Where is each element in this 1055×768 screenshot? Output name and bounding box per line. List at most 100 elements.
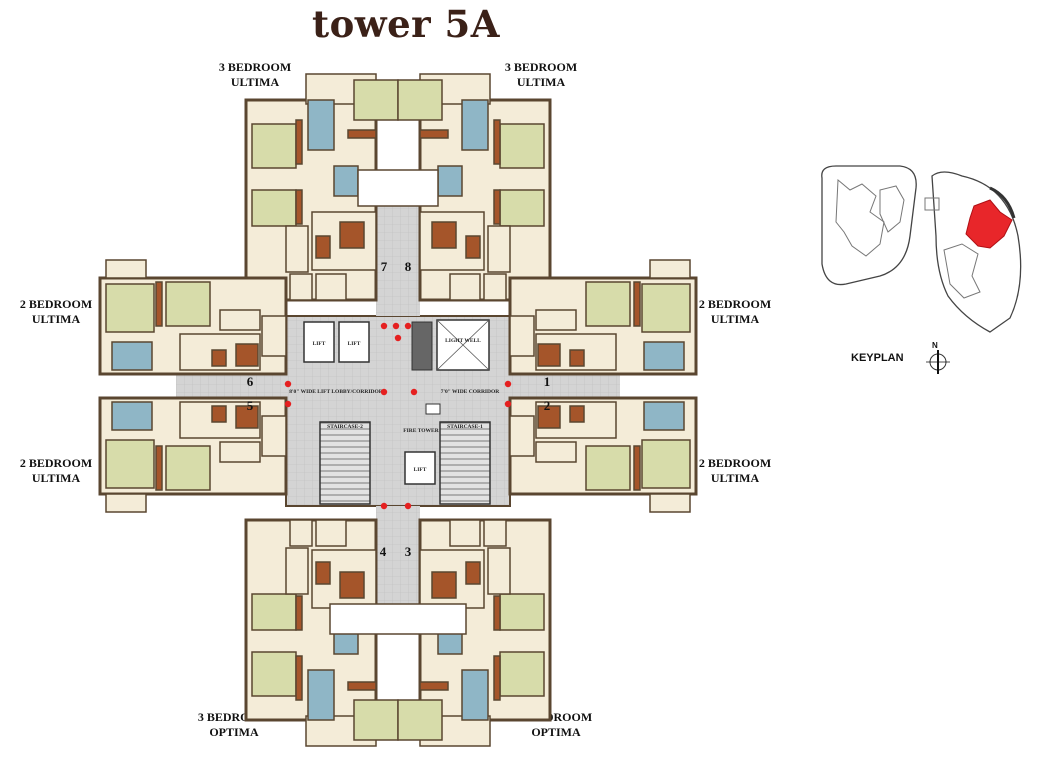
wardrobe-3: [419, 129, 449, 139]
balcony-2: [105, 259, 147, 279]
north-arrow-icon: [926, 350, 950, 374]
light-well-bottom: [329, 603, 467, 635]
bedroom-master: [105, 283, 155, 333]
staircase-1: [439, 421, 491, 505]
marker-dot: [404, 322, 412, 330]
toilet-2: [333, 165, 359, 197]
toilet-2: [437, 165, 463, 197]
balcony-2: [105, 493, 147, 513]
balcony: [285, 225, 309, 273]
unit-5: [98, 396, 288, 513]
wardrobe-3: [347, 681, 377, 691]
sofa: [315, 561, 331, 585]
unit-number-8: 8: [405, 259, 412, 274]
lift-1: [303, 321, 335, 363]
bedroom-master: [397, 699, 443, 741]
bedroom-2: [499, 123, 545, 169]
marker-dot: [380, 388, 388, 396]
unit-1: [508, 259, 698, 376]
bedroom-master: [353, 699, 399, 741]
dining-table: [339, 221, 365, 249]
balcony: [487, 225, 511, 273]
bedroom-2: [251, 651, 297, 697]
wardrobe-1: [295, 119, 303, 165]
toilet-1: [643, 401, 685, 431]
marker-dot: [380, 502, 388, 510]
wardrobe-2: [295, 189, 303, 225]
unit-8: [397, 73, 552, 302]
wardrobe-1: [295, 655, 303, 701]
lift-3-label: LIFT: [414, 467, 427, 473]
bedroom-master: [641, 283, 691, 333]
unit-6: [98, 259, 288, 376]
wardrobe-3: [419, 681, 449, 691]
lift-2-label: LIFT: [348, 341, 361, 347]
kitchen: [315, 519, 347, 547]
dining-table: [537, 343, 561, 367]
north-label: N: [932, 341, 938, 350]
sofa: [211, 349, 227, 367]
wardrobe-1: [633, 445, 641, 491]
light-well-label: LIGHT WELL: [445, 338, 481, 344]
bedroom-3: [251, 189, 297, 227]
bedroom-2: [585, 445, 631, 491]
bedroom-2: [251, 123, 297, 169]
marker-dot: [394, 334, 402, 342]
kitchen: [449, 519, 481, 547]
sofa: [211, 405, 227, 423]
unit-7: [244, 73, 399, 302]
core-services: [303, 319, 491, 505]
bedroom-master: [353, 79, 399, 121]
sofa: [569, 349, 585, 367]
balcony: [219, 309, 261, 331]
bedroom-2: [585, 281, 631, 327]
wardrobe-3: [347, 129, 377, 139]
light-well-bottom-box: [329, 603, 467, 635]
toilet-1: [111, 401, 153, 431]
staircase-1-label: STAIRCASE-1: [447, 424, 483, 430]
balcony: [219, 441, 261, 463]
kitchen: [261, 415, 287, 457]
wardrobe-1: [633, 281, 641, 327]
bedroom-2: [165, 445, 211, 491]
bedroom-master: [641, 439, 691, 489]
keyplan-label: KEYPLAN: [851, 352, 904, 364]
bedroom-3: [499, 189, 545, 227]
balcony: [285, 547, 309, 595]
unit-2: [508, 396, 698, 513]
page-title: tower 5A: [312, 2, 500, 46]
utility: [483, 273, 507, 301]
lift-2: [338, 321, 370, 363]
balcony: [487, 547, 511, 595]
wardrobe-1: [493, 119, 501, 165]
fire-tower-label: FIRE TOWER: [403, 428, 439, 434]
apartments: [98, 73, 698, 747]
bedroom-master: [105, 439, 155, 489]
unit-number-7: 7: [381, 259, 388, 274]
marker-dot: [284, 400, 292, 408]
corridor-right-label: 7'0" WIDE CORRIDOR: [441, 389, 501, 395]
balcony: [535, 441, 577, 463]
marker-dot: [504, 380, 512, 388]
balcony: [535, 309, 577, 331]
unit-number-2: 2: [544, 398, 551, 413]
utility: [289, 273, 313, 301]
wardrobe-1: [493, 655, 501, 701]
corridor-left-label: 8'0" WIDE LIFT LOBBY/CORRIDOR: [289, 389, 383, 395]
marker-dot: [404, 502, 412, 510]
bedroom-3: [499, 593, 545, 631]
utility: [483, 519, 507, 547]
toilet-1: [461, 99, 489, 151]
keyplan-highlight: [965, 199, 1013, 249]
lift-1-label: LIFT: [313, 341, 326, 347]
unit-number-3: 3: [405, 544, 412, 559]
light-well-top-box: [357, 169, 439, 207]
marker-dot: [410, 388, 418, 396]
bedroom-2: [499, 651, 545, 697]
sofa: [569, 405, 585, 423]
